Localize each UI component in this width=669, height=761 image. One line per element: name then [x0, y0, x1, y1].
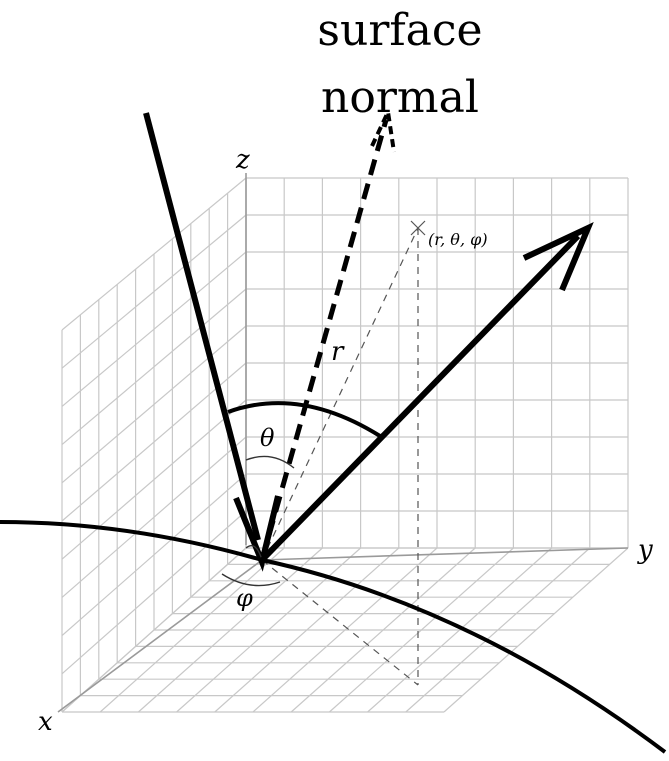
radius-label: r	[331, 337, 345, 367]
grid-line	[61, 399, 247, 560]
theta-arc	[245, 455, 295, 469]
grid-line	[61, 362, 247, 522]
grid-xy-plane	[61, 547, 629, 713]
z-axis-label: z	[235, 145, 250, 175]
incident-outgoing-arc	[227, 401, 382, 438]
grid-line	[61, 288, 247, 446]
surface-curve	[0, 520, 667, 754]
point-marker	[410, 220, 426, 236]
outgoing-ray-arrowhead	[522, 221, 594, 292]
grid-line	[61, 177, 247, 331]
x-axis-label: x	[38, 707, 53, 737]
grid-line	[61, 436, 247, 598]
origin-arc	[245, 545, 263, 561]
origin-point	[259, 557, 265, 563]
title-line-2: normal	[321, 72, 479, 123]
y-axis	[261, 547, 629, 561]
incident-ray	[143, 112, 261, 541]
grid-xz-plane	[61, 177, 247, 713]
grid-line	[61, 325, 247, 484]
phi-label: φ	[236, 584, 253, 612]
grid-line	[61, 251, 247, 407]
point-label: (r, θ, φ)	[428, 230, 488, 249]
surface-normal-arrow	[259, 119, 389, 561]
radius-line	[261, 227, 419, 561]
phi-arc	[221, 573, 281, 587]
title-line-1: surface	[317, 5, 482, 56]
grid-line	[61, 214, 247, 369]
theta-label: θ	[260, 424, 275, 452]
x-axis	[57, 559, 263, 713]
outgoing-ray	[259, 233, 581, 563]
grid-line	[61, 473, 247, 637]
y-axis-label: y	[637, 535, 653, 565]
grid-line	[61, 510, 247, 675]
